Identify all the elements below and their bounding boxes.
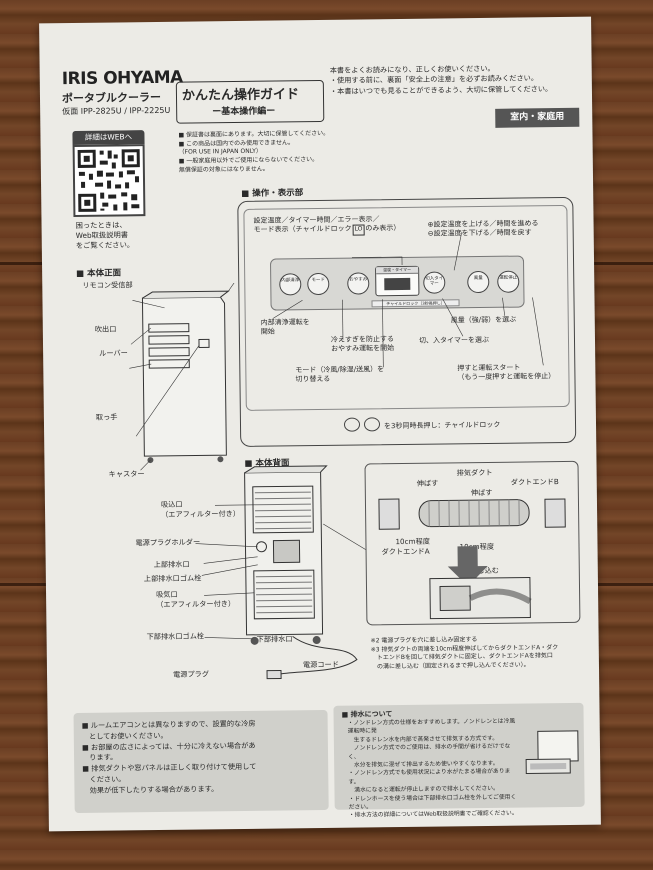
caution-text: ■ ルームエアコンとは異なりますので、設置的な冷房 としてお使いください。 ■ … [82, 718, 321, 796]
operation-leader-lines [272, 232, 544, 368]
louver-label: ルーバー [99, 348, 128, 358]
manual-page: IRIS OHYAMA ポータブルクーラー 仮面 IPP-2825U / IPP… [39, 16, 601, 832]
lock-icon-mode [343, 417, 361, 432]
child-lock-note: を3秒同時長押し：チャイルドロック [383, 420, 501, 431]
guide-subtitle: ー基本操作編ー [212, 106, 276, 118]
handle-label: 取っ手 [95, 412, 118, 422]
guide-title: かんたん操作ガイド [181, 87, 300, 104]
web-line: 困ったときは、 [75, 220, 127, 230]
indoor-use-badge: 室内・家庭用 [495, 107, 580, 128]
intro-line: ・本書はいつでも見ることができるよう、大切に保管してください。 [329, 84, 553, 96]
duct-illustration [378, 498, 566, 620]
intro-text: 本書をよくお読みになり、正しくお使いください。 ・使用する前に、裏面「安全上の注… [330, 63, 580, 97]
upper-drain-label: 上部排水口 [153, 559, 190, 570]
model-numbers: 仮面 IPP-2825U / IPP-2225U [62, 105, 171, 117]
drainage-line: ・ドレンホースを使う場合は下部排水口ゴム栓を外してご使用ください。 [348, 794, 517, 811]
web-badge: 詳細はWEBへ [72, 130, 145, 146]
drainage-line: ノンドレン方式でのご使用は、排水の手間が省けるだけでなく、 [347, 743, 511, 761]
lower-drain-cap-label: 下部排水口ゴム栓 [146, 631, 205, 642]
drain-tray-illustration [525, 730, 579, 775]
plug-holder-label: 電源プラグホルダー [135, 537, 201, 548]
drainage-line: ・ノンドレン方式でも使用状況により水がたまる場合があります。 [348, 769, 511, 786]
section-title-operation: ■ 操作・表示部 [241, 188, 304, 199]
outlet-label: 吹出口 [94, 324, 117, 334]
back-unit-illustration [195, 465, 366, 680]
drainage-title: ■ 排水について [341, 710, 393, 719]
product-name: ポータブルクーラー [61, 90, 162, 106]
duct-note-line: の溝に差し込む（固定されるまで押し込んでください）。 [370, 661, 530, 671]
upper-drain-cap-label: 上部排水口ゴム栓 [143, 573, 202, 584]
section-title-front: ■ 本体正面 [76, 268, 122, 279]
web-manual-text: 困ったときは、 Web取扱説明書 をご覧ください。 [76, 220, 135, 250]
qr-code[interactable] [72, 144, 146, 217]
drainage-line: ・ノンドレン方式の仕様をおすすめします。ノンドレンとは冷風運転時に発 [347, 718, 516, 736]
note-line: 無償保証の対象にはなりません。 [178, 165, 269, 174]
web-line: Web取扱説明書 [75, 230, 129, 240]
brand-logo: IRIS OHYAMA [61, 67, 183, 90]
qr-code-pattern [77, 149, 140, 212]
front-unit-illustration [129, 282, 247, 471]
top-notes: ■ 保証書は裏面にあります。大切に保管してください。 ■ この商品は国内でのみ使… [178, 130, 349, 176]
drainage-line: ・排水方法の詳細についてはWeb取扱説明書でご確認ください。 [348, 810, 518, 819]
drainage-text: ・ノンドレン方式の仕様をおすすめします。ノンドレンとは冷風運転時に発 生するドレ… [348, 718, 521, 821]
web-line: をご覧ください。 [75, 239, 135, 250]
duct-notes: ※2 電源プラグを穴に差し込み固定する ※3 排気ダクトの両端を10cm程度伸ば… [371, 635, 587, 672]
